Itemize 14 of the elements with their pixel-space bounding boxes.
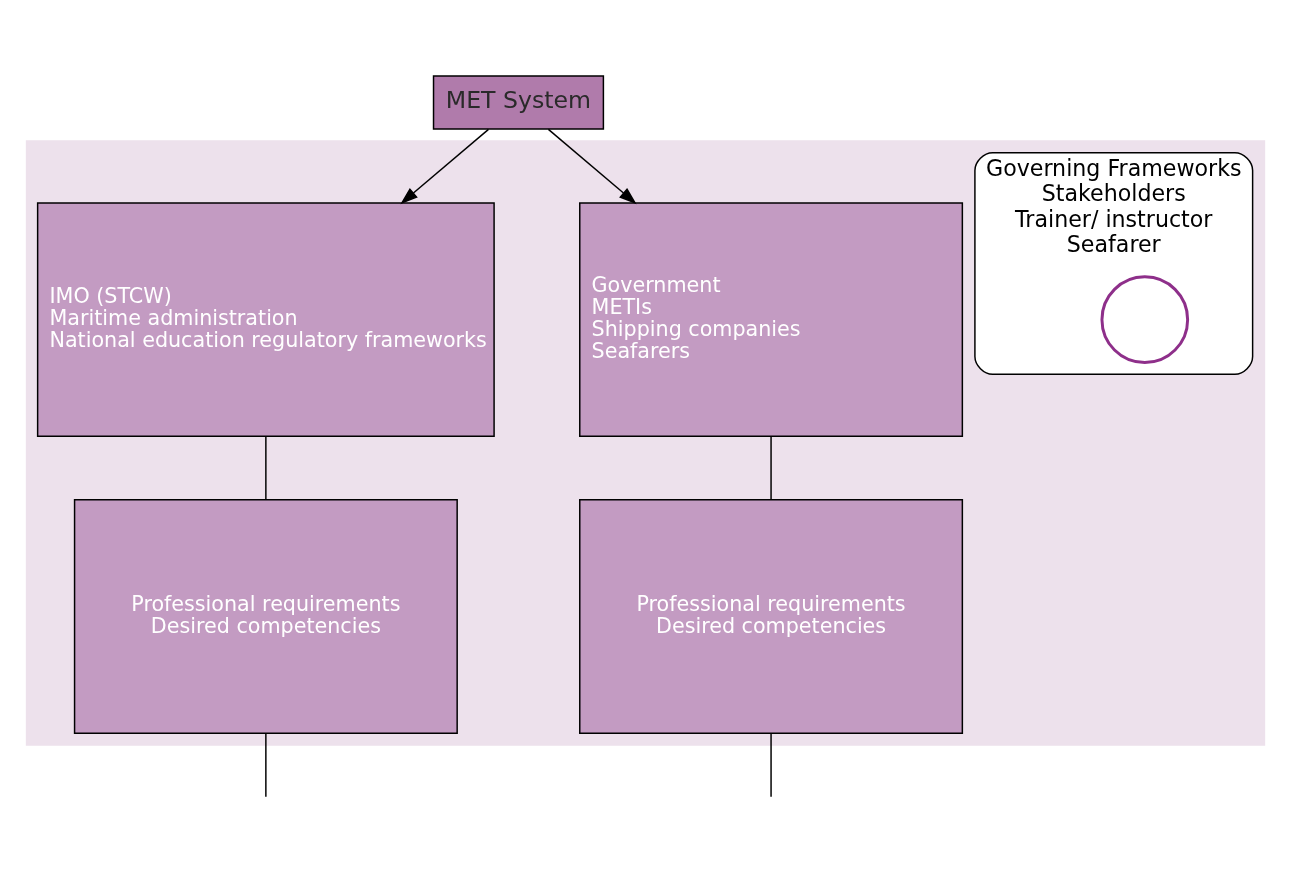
node-box: Professional requirements Desired competencies	[73, 498, 458, 734]
node-circle	[1100, 274, 1190, 364]
connector	[265, 435, 267, 500]
node-box: IMO (STCW) Maritime administration National education regulatory frameworks	[36, 201, 495, 437]
node-box: MET System	[432, 74, 605, 130]
node-box: Government METIs Shipping companies Seafarers	[579, 201, 964, 437]
cluster	[25, 139, 1266, 746]
arrow	[400, 128, 490, 204]
node-box: Professional requirements Desired competencies	[579, 498, 964, 734]
connector	[265, 732, 267, 797]
connector	[770, 732, 772, 797]
connector	[770, 435, 772, 500]
arrow	[547, 128, 637, 204]
cluster: Governing Frameworks Stakeholders Trainer/ instructor Seafarer	[974, 151, 1254, 375]
